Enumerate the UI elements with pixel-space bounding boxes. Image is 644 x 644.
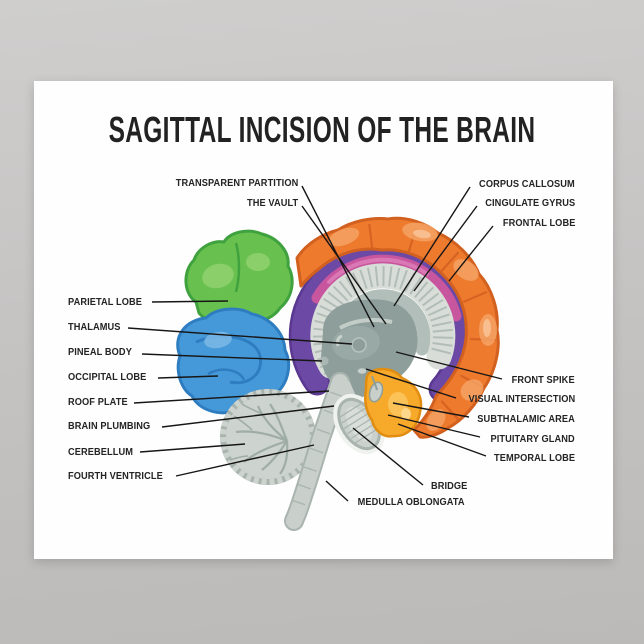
anatomy-label-visual-intersection: VISUAL INTERSECTION (454, 393, 575, 405)
leader-line-frontal-lobe (448, 225, 494, 282)
anatomy-label-text: PINEAL BODY (68, 346, 132, 358)
leader-line-medulla-oblongata (325, 480, 349, 502)
anatomy-label-text: FRONTAL LOBE (502, 217, 575, 229)
anatomy-label-front-spike: FRONT SPIKE (503, 374, 575, 386)
anatomy-label-text: FRONT SPIKE (511, 374, 575, 386)
leader-line-temporal-lobe (397, 423, 487, 457)
pineal-body-shape (319, 356, 329, 366)
anatomy-label-frontal-lobe: FRONTAL LOBE (493, 217, 575, 229)
anatomy-label-text: TEMPORAL LOBE (493, 452, 575, 464)
optic-chiasm-shape (356, 366, 368, 376)
leader-line-pituitary-gland (387, 414, 481, 438)
leader-line-pineal-body (141, 353, 323, 362)
anatomy-label-bridge: BRIDGE (426, 480, 467, 492)
anatomy-label-text: SUBTHALAMIC AREA (477, 413, 575, 425)
anatomy-label-text: THALAMUS (68, 321, 121, 333)
anatomy-label-text: ROOF PLATE (68, 396, 128, 408)
cingulate-gyrus-region (288, 242, 476, 403)
leader-line-cerebellum (139, 443, 246, 453)
leader-line-brain-plumbing (161, 405, 335, 428)
leader-line-front-spike (395, 351, 503, 380)
anatomy-label-text: VISUAL INTERSECTION (468, 393, 575, 405)
leader-line-visual-intersection (365, 368, 457, 399)
page-title: SAGITTAL INCISION OF THE BRAIN (108, 109, 536, 150)
anatomy-label-text: MEDULLA OBLONGATA (357, 496, 465, 508)
leader-line-bridge (352, 427, 424, 486)
anatomy-label-transparent-partition: TRANSPARENT PARTITION (159, 177, 298, 189)
anatomy-label-text: THE VAULT (246, 197, 298, 209)
leader-line-cingulate-gyrus (413, 205, 478, 292)
anatomy-label-fourth-ventricle: FOURTH VENTRICLE (68, 470, 176, 482)
leader-line-subthalamic-area (392, 402, 470, 418)
leader-line-fourth-ventricle (175, 444, 315, 477)
anatomy-label-text: CINGULATE GYRUS (485, 197, 575, 209)
anatomy-label-text: PITUITARY GLAND (490, 433, 575, 445)
frontal-lobe-region (295, 216, 500, 439)
anatomy-label-occipital-lobe: OCCIPITAL LOBE (68, 371, 157, 383)
anatomy-label-corpus-callosum: CORPUS CALLOSUM (466, 178, 575, 190)
anatomy-label-brain-plumbing: BRAIN PLUMBING (68, 420, 162, 432)
leader-line-parietal-lobe (151, 300, 229, 303)
anatomy-label-text: BRAIN PLUMBING (68, 420, 151, 432)
anatomy-label-subthalamic-area: SUBTHALAMIC AREA (464, 413, 575, 425)
anatomy-label-text: TRANSPARENT PARTITION (175, 177, 298, 189)
leader-lines (127, 185, 503, 502)
leader-line-roof-plate (133, 390, 330, 404)
anatomy-label-text: CEREBELLUM (68, 446, 134, 458)
anatomy-label-the-vault: THE VAULT (240, 197, 298, 209)
anatomy-label-text: BRIDGE (430, 480, 467, 492)
anatomy-label-text: PARIETAL LOBE (68, 296, 143, 308)
anatomy-label-text: OCCIPITAL LOBE (68, 371, 147, 383)
anatomy-label-cerebellum: CEREBELLUM (68, 446, 142, 458)
occipital-lobe-region (176, 307, 290, 415)
anatomy-label-text: CORPUS CALLOSUM (479, 178, 575, 190)
leader-line-thalamus (127, 327, 353, 345)
leader-line-occipital-lobe (157, 375, 219, 379)
anatomy-label-medulla-oblongata: MEDULLA OBLONGATA (343, 496, 465, 508)
leader-line-the-vault (301, 205, 387, 325)
anatomy-label-pineal-body: PINEAL BODY (68, 346, 141, 358)
anatomy-label-cingulate-gyrus: CINGULATE GYRUS (473, 197, 575, 209)
anatomy-label-text: FOURTH VENTRICLE (68, 470, 163, 482)
anatomy-label-parietal-lobe: PARIETAL LOBE (68, 296, 152, 308)
anatomy-label-pituitary-gland: PITUITARY GLAND (479, 433, 575, 445)
anatomy-label-thalamus: THALAMUS (68, 321, 128, 333)
anatomy-label-temporal-lobe: TEMPORAL LOBE (483, 452, 575, 464)
arbor-vitae (229, 403, 289, 475)
anatomy-label-roof-plate: ROOF PLATE (68, 396, 136, 408)
leader-line-corpus-callosum (393, 186, 471, 307)
